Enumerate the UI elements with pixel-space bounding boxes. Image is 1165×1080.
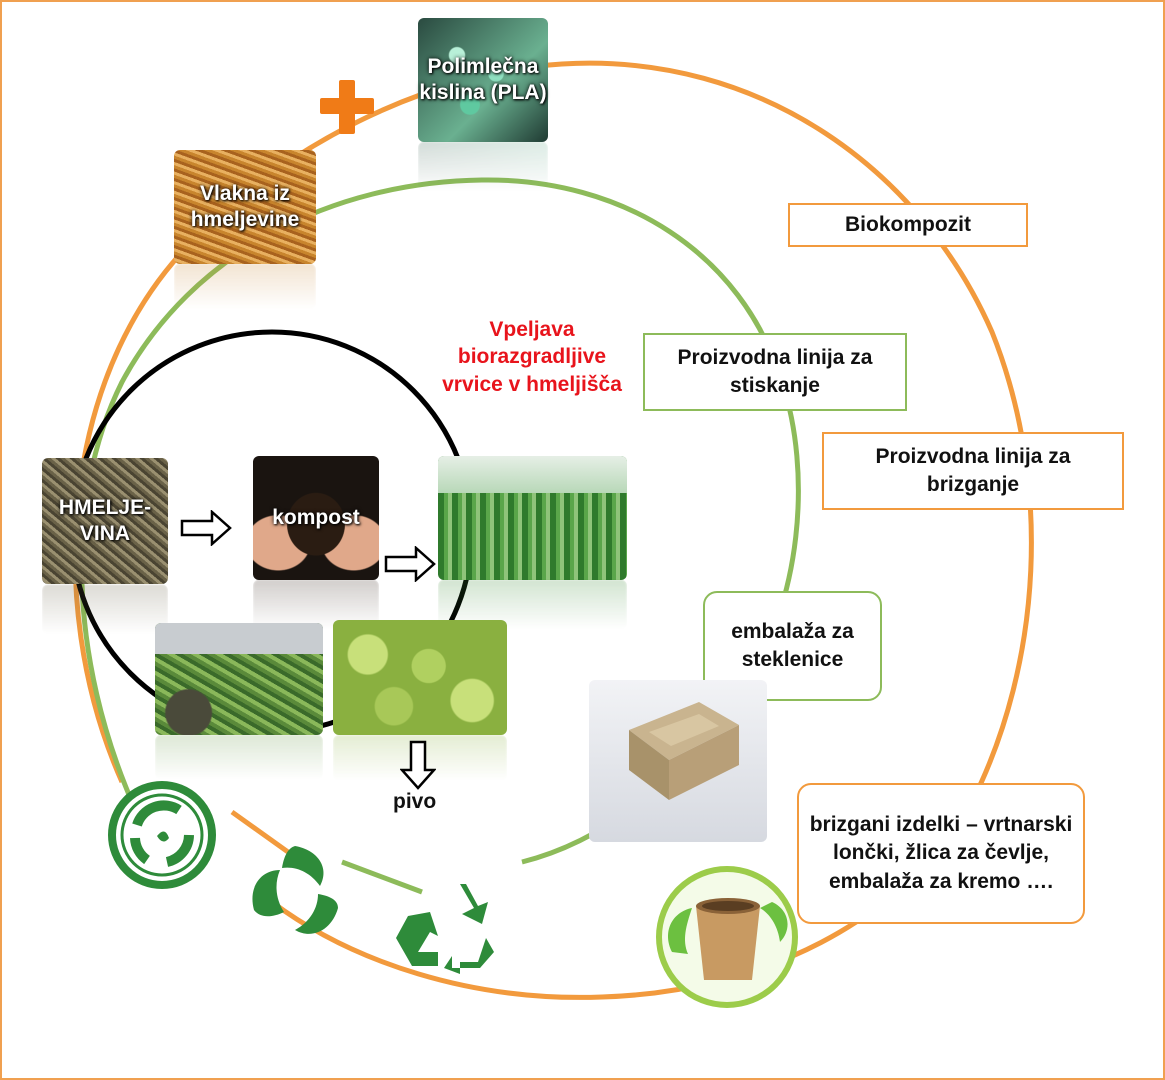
arrow-right-icon — [384, 546, 436, 582]
hmeljevina-caption: HMELJE-VINA — [58, 495, 152, 545]
stiskanje-box: Proizvodna linija za stiskanje — [643, 333, 907, 411]
harvest-photo — [155, 623, 323, 780]
arrow-down-icon — [400, 740, 436, 790]
hop-field-photo — [438, 456, 627, 630]
plus-icon — [320, 80, 374, 134]
pla-caption: Polimlečna kislina (PLA) — [419, 54, 547, 104]
plant-pot-icon — [656, 866, 798, 1008]
vpeljava-text: Vpeljava biorazgradljive vrvice v hmelji… — [442, 318, 622, 396]
recycle-triangle-icon — [396, 884, 494, 974]
vlakna-caption: Vlakna iz hmeljevine — [190, 181, 300, 231]
pivo-label: pivo — [393, 790, 437, 813]
green-ring-dash — [341, 859, 423, 895]
hops-photo — [333, 620, 507, 781]
izdelki-box: brizgani izdelki – vrtnarski lončki, žli… — [797, 783, 1085, 924]
kompost-caption: kompost — [272, 505, 360, 529]
vlakna-photo: Vlakna iz hmeljevine — [174, 150, 316, 310]
brizganje-box: Proizvodna linija za brizganje — [822, 432, 1124, 510]
packaging-photo — [589, 680, 767, 842]
arrow-right-icon — [180, 510, 232, 546]
biokompozit-box: Biokompozit — [788, 203, 1028, 247]
kompost-photo: kompost — [253, 456, 379, 630]
recycle-leaves-icon — [252, 846, 338, 934]
hmeljevina-photo: HMELJE-VINA — [42, 458, 168, 635]
pla-photo: Polimlečna kislina (PLA) — [418, 18, 548, 192]
recycle-circle-icon — [108, 781, 216, 889]
orange-ring — [72, 60, 1034, 1000]
embalaza-box: embalaža za steklenice — [703, 591, 882, 701]
